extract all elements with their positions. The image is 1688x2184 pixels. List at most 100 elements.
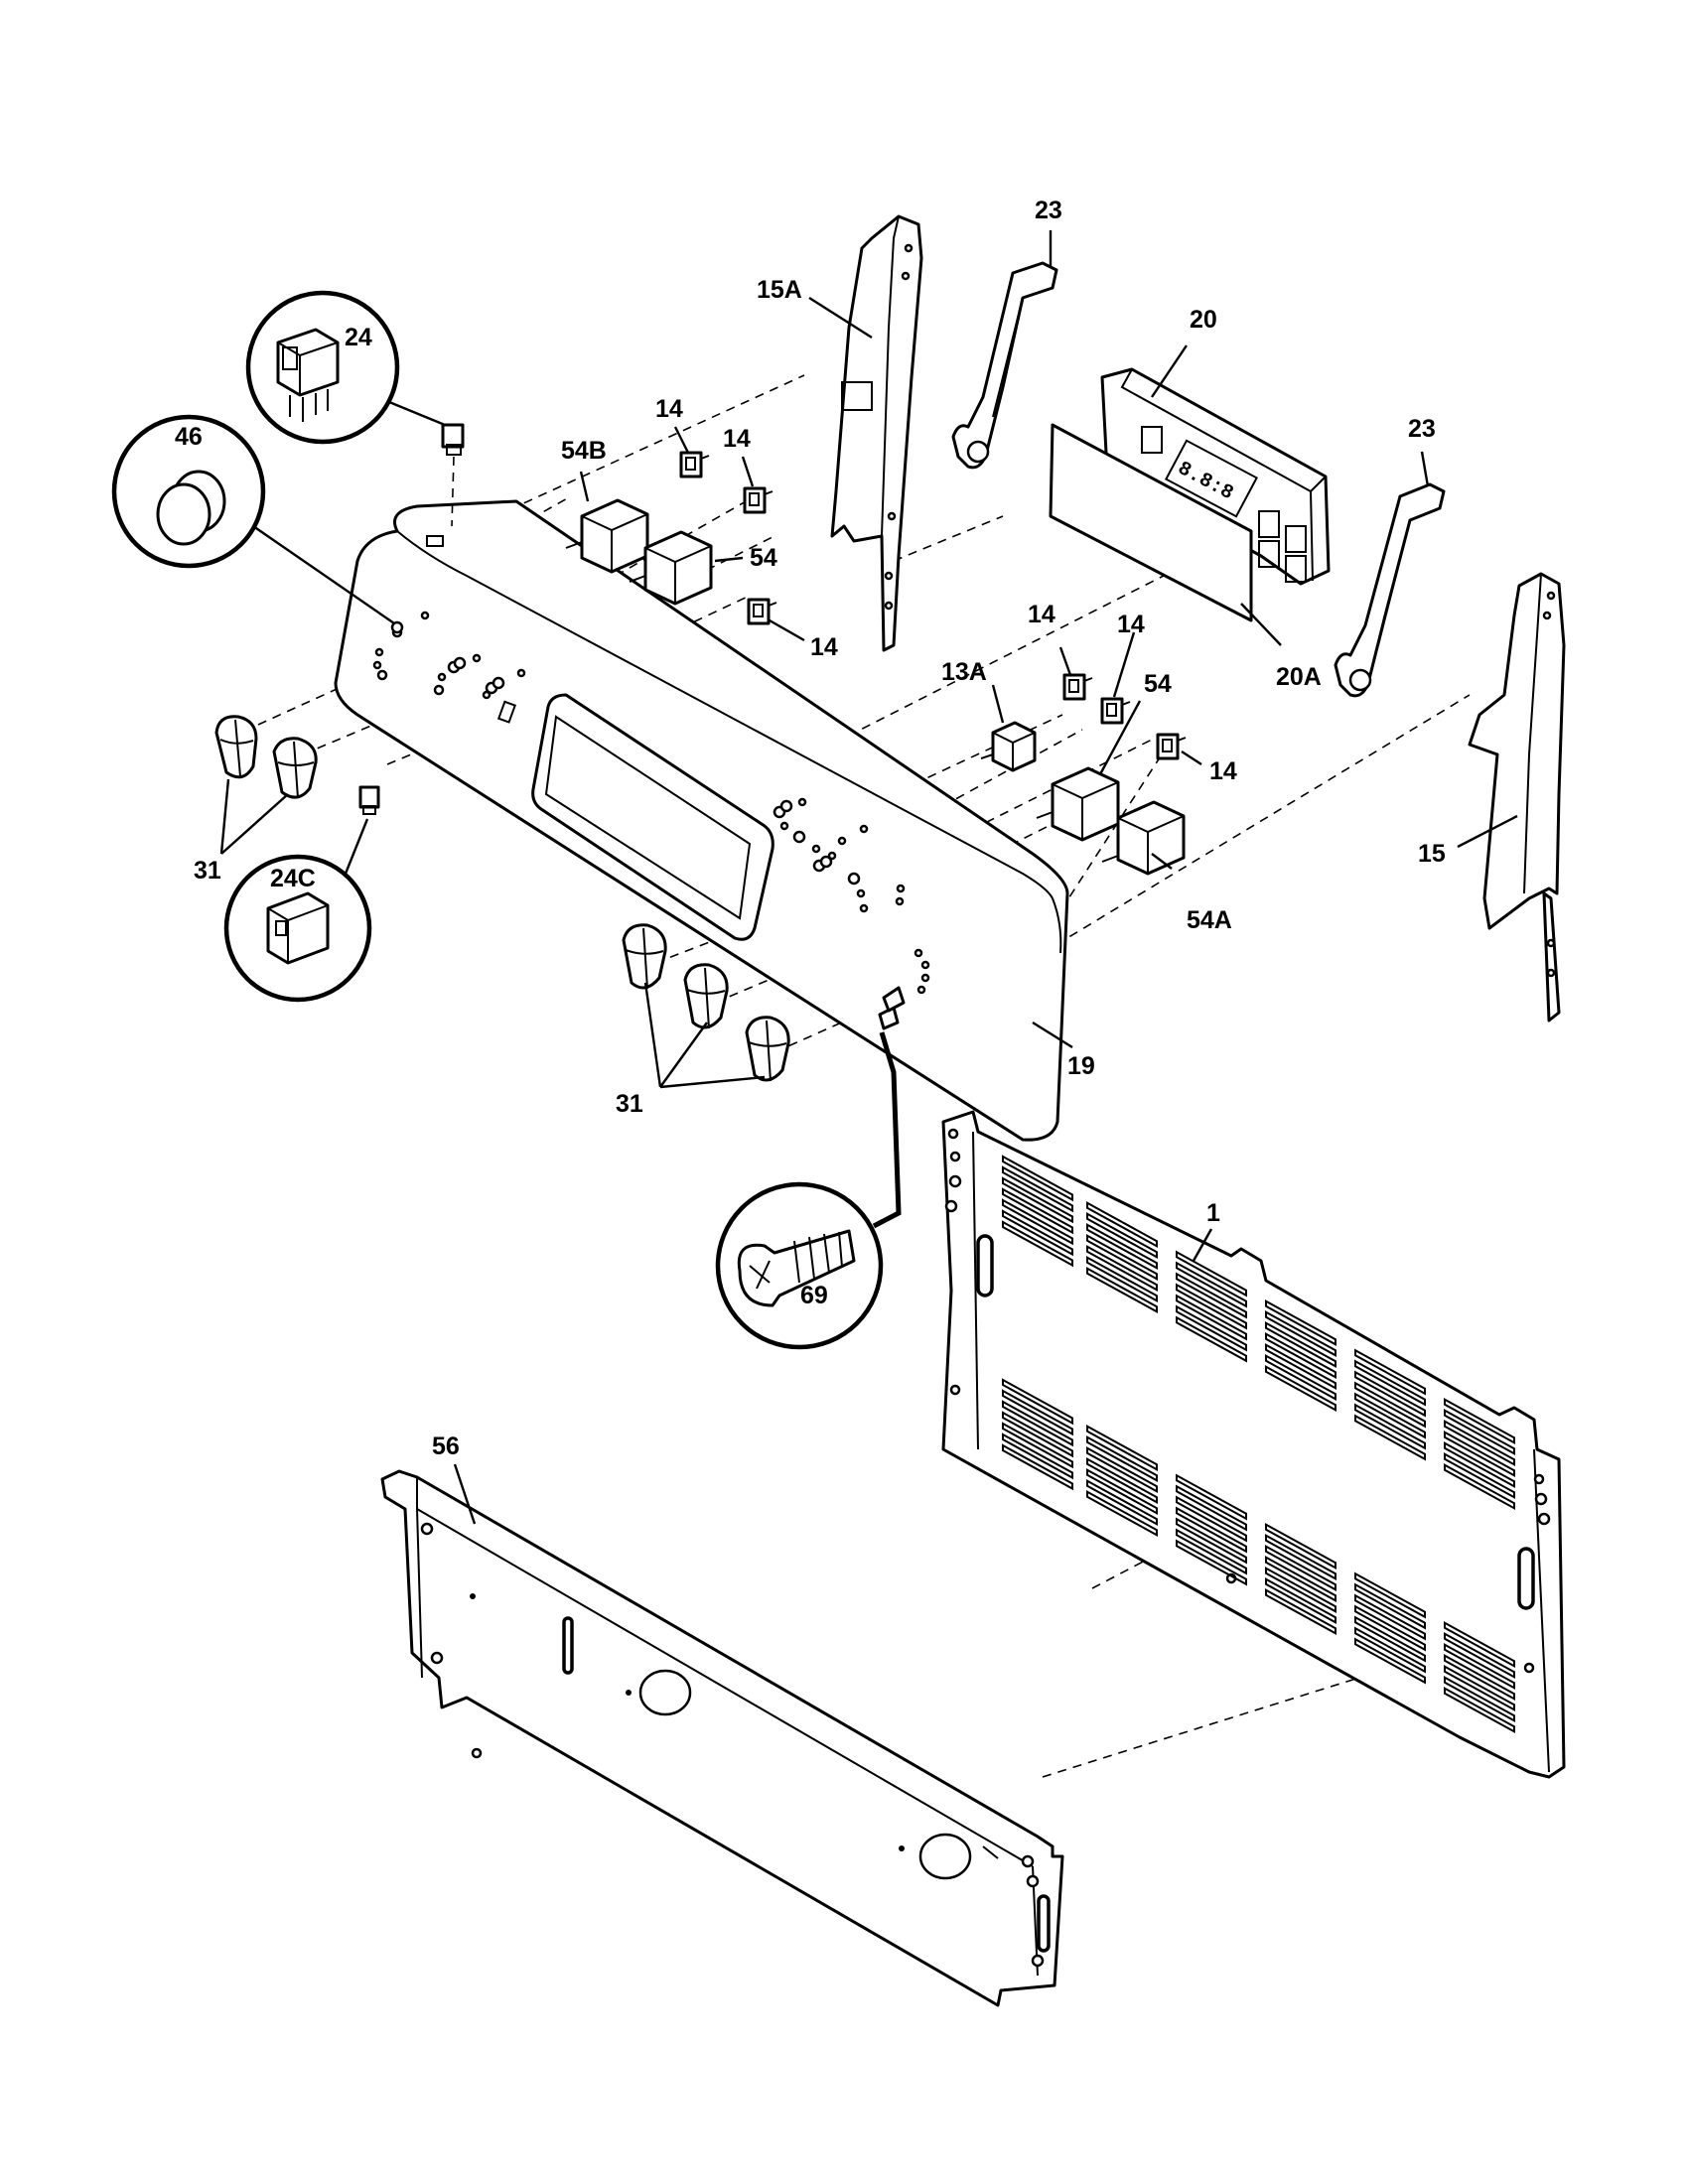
switch-group [679,451,1187,760]
vent-slot [1002,1422,1073,1469]
vent-slot [1002,1443,1073,1491]
vent-slot [1176,1250,1247,1297]
vent-slot [1265,1545,1336,1591]
label-20: 20 [1190,306,1217,334]
vent-slot [1265,1577,1336,1624]
vent-slot [1265,1365,1336,1412]
vent-slot [1086,1267,1158,1313]
vent-slot [1086,1457,1158,1504]
vent-slot [1086,1479,1158,1526]
vent-slot [1002,1389,1073,1436]
vent-slot [1002,1400,1073,1447]
vent-slot [1354,1593,1426,1641]
vent-slot [1354,1637,1426,1685]
vent-slot [1444,1409,1515,1455]
vent-slot [1176,1528,1247,1575]
callout-46 [111,414,404,634]
label-69: 69 [800,1282,828,1309]
leader-lines [219,230,1518,1525]
vent-slot [1354,1414,1426,1461]
vent-slot [1176,1539,1247,1586]
vent-slot [1354,1403,1426,1450]
vent-slot [1265,1534,1336,1580]
label-56: 56 [432,1433,460,1460]
vent-slot [1086,1425,1158,1471]
vent-slot [1444,1632,1515,1679]
label-31-right: 31 [616,1090,643,1118]
vent-slot [1444,1643,1515,1690]
label-14-f: 14 [1209,757,1237,785]
label-1: 1 [1206,1199,1220,1227]
control-panel [334,499,1069,1142]
vent-slot [1444,1441,1515,1488]
vent-slot [1002,1198,1073,1246]
vent-slot [1176,1261,1247,1308]
label-54-lower: 54 [1144,670,1172,698]
callout-24c [223,785,380,1003]
part-labels: 23 15A 20 23 20A 15 19 24 46 54B 54 14 1… [175,197,1446,1460]
vent-slot [1265,1299,1336,1346]
vent-slot [1265,1567,1336,1613]
vent-slot [1354,1604,1426,1652]
vent-slot [1086,1468,1158,1515]
vent-slot [1354,1571,1426,1619]
vent-slot [1444,1398,1515,1444]
vent-slot [1444,1665,1515,1711]
vent-slot [1265,1523,1336,1570]
vent-slot [1354,1348,1426,1396]
label-54a: 54A [1187,906,1232,934]
label-15a: 15A [757,276,802,304]
vent-slot [1002,1209,1073,1257]
overlay-20a [1049,423,1253,622]
vent-slot [1176,1294,1247,1341]
vent-slot [1176,1495,1247,1543]
label-13a: 13A [941,658,987,686]
vent-slot [1265,1354,1336,1401]
vent-slot [1086,1212,1158,1259]
back-panel [941,1110,1566,1779]
callout-69 [715,986,906,1350]
vent-slot [1002,1378,1073,1426]
vent-slot [1002,1433,1073,1480]
vent-slot [1176,1506,1247,1554]
bracket-upper [951,261,1058,470]
vent-slot [1354,1381,1426,1429]
knob-set-left [214,715,318,799]
label-20a: 20A [1276,663,1322,691]
side-trim-left [830,214,923,652]
vent-slot [1444,1676,1515,1722]
label-23-upper: 23 [1035,197,1062,224]
vent-slot [1002,1176,1073,1224]
vent-slot [1265,1343,1336,1390]
vent-slot [1265,1321,1336,1368]
vent-slot [1086,1245,1158,1292]
vent-slot [1265,1310,1336,1357]
label-54b: 54B [561,437,607,465]
vent-slot [1444,1420,1515,1466]
vent-slot [1176,1517,1247,1565]
side-trim-right [1468,572,1566,1023]
label-24c: 24C [270,865,316,892]
vent-slot [1176,1304,1247,1352]
vent-slot [1444,1687,1515,1733]
vent-slot [1002,1220,1073,1268]
vent-slot [1176,1283,1247,1330]
vent-slot [1354,1370,1426,1418]
vent-slot [1444,1463,1515,1510]
label-54-upper: 54 [750,544,777,572]
vent-slot [1354,1582,1426,1630]
vent-slot [1444,1621,1515,1668]
vent-slot [1086,1201,1158,1248]
label-14-e: 14 [1117,611,1145,638]
vent-slot [1265,1588,1336,1635]
label-14-d: 14 [1028,601,1055,628]
knob-set-right [622,923,790,1082]
vent-slot [1086,1490,1158,1537]
label-23-lower: 23 [1408,415,1436,443]
vent-slot [1086,1446,1158,1493]
vent-slot [1176,1484,1247,1532]
label-15: 15 [1418,840,1446,868]
vent-slot [1354,1359,1426,1407]
vent-slot [1086,1435,1158,1482]
